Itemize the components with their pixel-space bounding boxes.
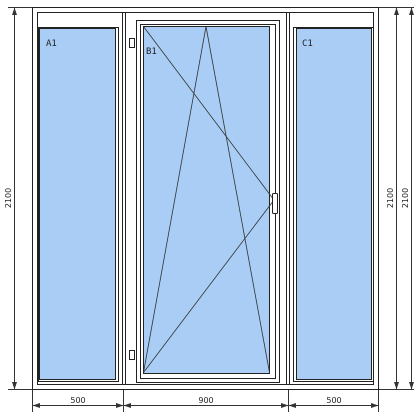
window-handle-icon <box>272 193 278 214</box>
dimension-height-right-outer: 2100 <box>401 7 414 390</box>
arrow-down-icon <box>394 382 399 390</box>
pane-b1-label: B1 <box>146 47 157 57</box>
arrow-left-icon <box>123 403 131 408</box>
tilt-line-right <box>205 26 270 373</box>
dimension-height-left: 2100 <box>4 7 32 390</box>
dimension-label: 2100 <box>386 188 395 208</box>
dimension-label: 2100 <box>4 188 13 208</box>
arrow-left-icon <box>288 403 296 408</box>
dimension-label-a: 500 <box>70 396 85 405</box>
dimension-height-right-inner: 2100 <box>379 7 414 390</box>
arrow-down-icon <box>409 382 414 390</box>
dimension-widths: 500 900 500 <box>32 390 379 412</box>
arrow-right-icon <box>371 403 379 408</box>
pane-a1: A1 <box>38 27 119 382</box>
arrow-right-icon <box>281 403 289 408</box>
dimension-label-c: 500 <box>326 396 341 405</box>
pane-b1-glass <box>143 26 270 374</box>
arrow-right-icon <box>116 403 124 408</box>
hinge-top-icon <box>129 38 135 48</box>
arrow-up-icon <box>394 7 399 15</box>
hinge-bottom-icon <box>129 350 135 360</box>
pane-c1: C1 <box>293 27 374 382</box>
arrow-down-icon <box>12 382 17 390</box>
pane-c1-glass <box>296 28 372 380</box>
turn-line-top <box>143 26 275 201</box>
arrow-left-icon <box>32 403 40 408</box>
pane-b1: B1 <box>129 20 280 383</box>
dimension-label: 2100 <box>401 188 410 208</box>
pane-c1-label: C1 <box>302 39 313 49</box>
dimension-label-b: 900 <box>198 396 213 405</box>
pane-a1-glass <box>39 28 116 380</box>
turn-line-bottom <box>143 199 275 373</box>
arrow-up-icon <box>409 7 414 15</box>
pane-a1-label: A1 <box>46 39 57 49</box>
tilt-line-left <box>143 26 207 373</box>
arrow-up-icon <box>12 7 17 15</box>
